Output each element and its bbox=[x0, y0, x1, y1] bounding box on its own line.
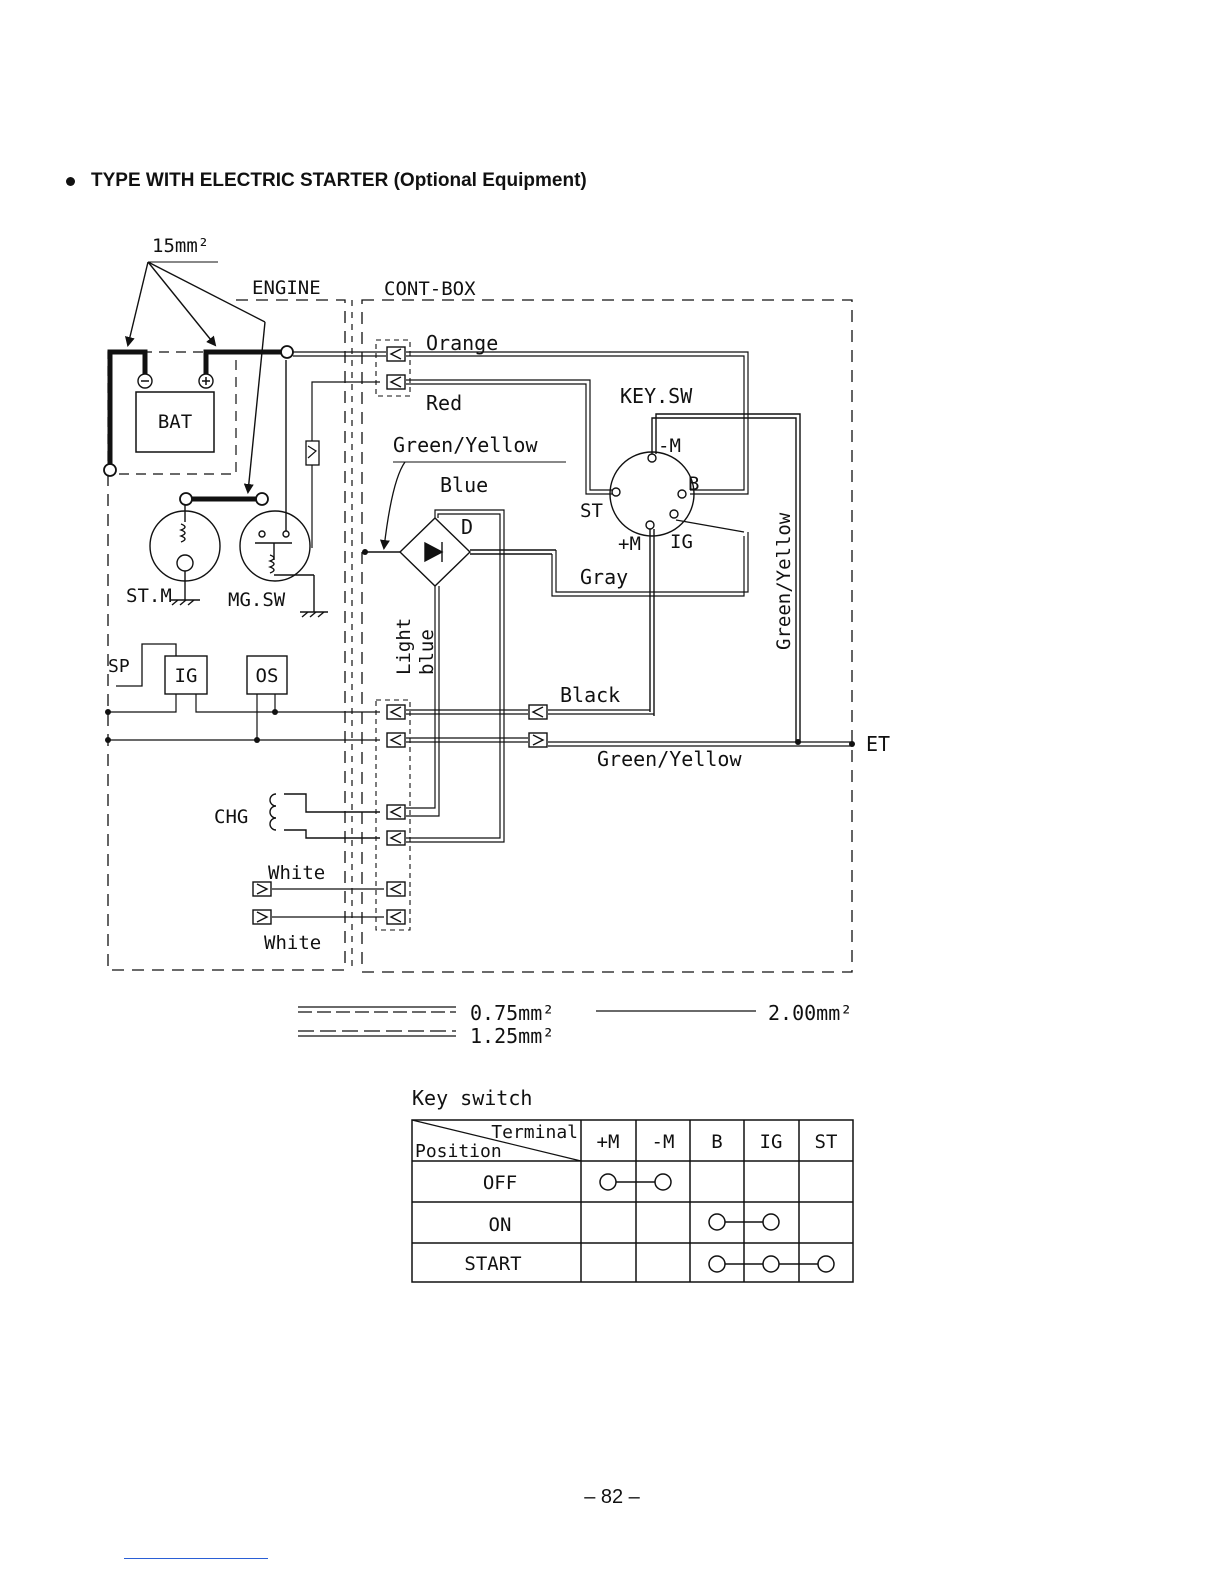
green-yellow-vertical-label: Green/Yellow bbox=[773, 512, 795, 650]
key-sw-label: KEY.SW bbox=[620, 384, 693, 408]
table-corner-position: Position bbox=[415, 1141, 502, 1162]
mgsw-terminal bbox=[256, 493, 268, 505]
table-row-start: START bbox=[464, 1253, 521, 1275]
light-blue-label-2: blue bbox=[416, 629, 438, 675]
sp-label: SP bbox=[108, 656, 130, 677]
page-number: – 82 – bbox=[0, 1486, 1224, 1509]
black-label: Black bbox=[560, 683, 620, 707]
terminal-minus-m-label: -M bbox=[658, 435, 681, 457]
key-switch bbox=[610, 414, 800, 742]
green-yellow-ground-label: Green/Yellow bbox=[597, 747, 742, 771]
magnetic-switch bbox=[240, 360, 328, 617]
footnote-rule bbox=[124, 1558, 268, 1559]
ground-terminal bbox=[104, 464, 116, 476]
key-switch-table-title: Key switch bbox=[412, 1086, 532, 1110]
fuse bbox=[306, 441, 319, 465]
bat-plus-terminal bbox=[281, 346, 293, 358]
table-col-minus-m: -M bbox=[652, 1131, 675, 1153]
green-yellow-label: Green/Yellow bbox=[393, 433, 538, 457]
st-m-label: ST.M bbox=[126, 585, 172, 607]
orange-label: Orange bbox=[426, 331, 498, 355]
terminal-st-label: ST bbox=[580, 500, 603, 522]
mg-sw-label: MG.SW bbox=[228, 589, 286, 611]
table-corner-terminal: Terminal bbox=[491, 1122, 578, 1143]
table-row-on: ON bbox=[489, 1214, 512, 1236]
blue-label: Blue bbox=[440, 473, 488, 497]
cable-size-label: 15mm² bbox=[152, 235, 209, 257]
table-col-st: ST bbox=[815, 1131, 838, 1153]
diode-label: D bbox=[461, 515, 473, 539]
gray-label: Gray bbox=[580, 565, 628, 589]
os-label: OS bbox=[256, 665, 279, 687]
charge-coil bbox=[270, 794, 380, 838]
engine-label: ENGINE bbox=[252, 277, 321, 299]
legend-125-label: 1.25mm² bbox=[470, 1024, 554, 1048]
table-row-off: OFF bbox=[483, 1172, 517, 1194]
terminal-b-label: B bbox=[688, 473, 699, 495]
table-col-plus-m: +M bbox=[597, 1131, 620, 1153]
terminal-plus-m-label: +M bbox=[618, 533, 641, 555]
light-blue-label-1: Light bbox=[393, 618, 415, 675]
starter-terminal bbox=[180, 493, 192, 505]
ig-unit-label: IG bbox=[175, 665, 198, 687]
legend-075-label: 0.75mm² bbox=[470, 1001, 554, 1025]
bat-label: BAT bbox=[158, 411, 192, 433]
red-label: Red bbox=[426, 391, 462, 415]
cont-box-label: CONT-BOX bbox=[384, 278, 476, 300]
legend-200-label: 2.00mm² bbox=[768, 1001, 852, 1025]
chg-label: CHG bbox=[214, 806, 248, 828]
table-col-ig: IG bbox=[760, 1131, 783, 1153]
white-label-bottom: White bbox=[264, 932, 321, 954]
et-label: ET bbox=[866, 732, 890, 756]
terminal-ig-label: IG bbox=[670, 531, 693, 553]
battery: BAT bbox=[136, 374, 214, 452]
table-col-b: B bbox=[711, 1131, 722, 1153]
white-label-top: White bbox=[268, 862, 325, 884]
cont-box-wires bbox=[293, 352, 748, 494]
